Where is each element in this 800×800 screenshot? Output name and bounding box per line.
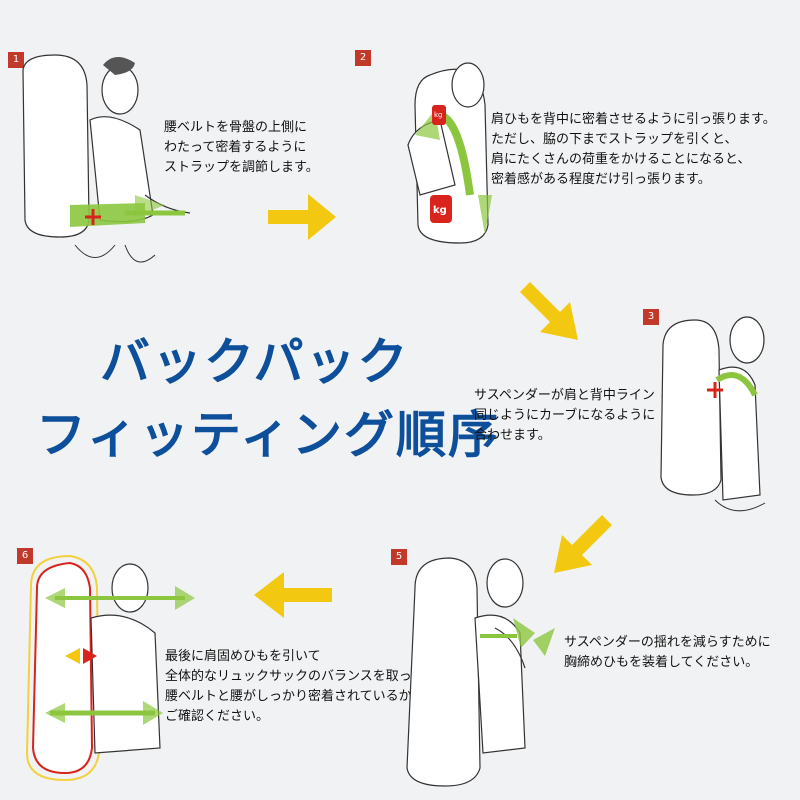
step-number-6: 6	[17, 548, 33, 564]
step-6-text: 最後に肩固めひもを引いて 全体的なリュックサックのバランスを取って 腰ベルトと腰…	[165, 649, 425, 724]
figure-step-5	[406, 557, 555, 787]
figure-step-3	[660, 316, 766, 512]
arrow-left-icon	[254, 572, 332, 618]
arrow-down-right-icon	[520, 282, 578, 340]
step-number-3: 3	[643, 309, 659, 325]
step-5-text: サスペンダーの揺れを減らすために 胸締めひもを装着してください。	[564, 635, 771, 670]
figure-step-6	[25, 554, 195, 782]
arrow-down-left-icon	[554, 515, 612, 573]
kg-badge-small: kg	[434, 111, 443, 119]
step-3-text: サスペンダーが肩と背中ライン と 同じようにカーブになるように 合わせます。	[474, 388, 672, 443]
arrow-right-icon	[268, 194, 336, 240]
step-1-text: 腰ベルトを骨盤の上側に わたって密着するように ストラップを調節します。	[164, 120, 319, 175]
kg-badge-large: kg	[433, 205, 447, 216]
step-2-text: 肩ひもを背中に密着させるように引っ張ります。 ただし、脇の下までストラップを引く…	[491, 112, 776, 187]
figure-step-2: kg kg	[407, 62, 492, 244]
step-number-5: 5	[391, 549, 407, 565]
page-title-line1: バックパック	[100, 333, 410, 391]
figure-step-1	[22, 54, 191, 263]
step-number-2: 2	[355, 50, 371, 66]
page-title-line2: フィッティング順序	[36, 406, 500, 464]
step-number-1: 1	[8, 52, 24, 68]
